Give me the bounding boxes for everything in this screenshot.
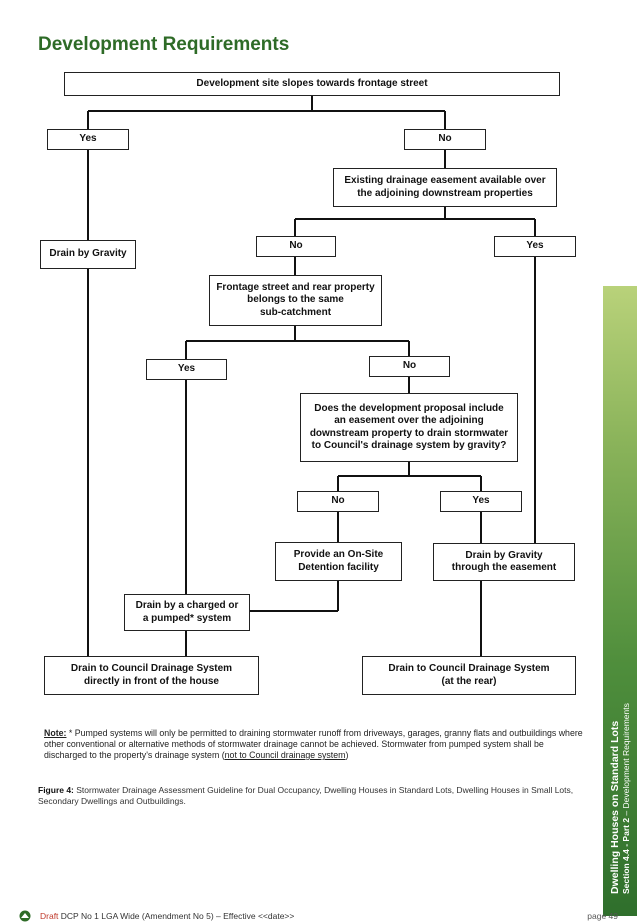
start-box: Development site slopes towards frontage…	[64, 72, 560, 96]
note-text: * Pumped systems will only be permitted …	[44, 728, 583, 760]
figure-caption: Figure 4: Stormwater Drainage Assessment…	[38, 785, 586, 807]
side-tab-subtitle: Section 4.4 - Part 2 – Development Requi…	[621, 703, 631, 894]
council-drainage-rear-box: Drain to Council Drainage System (at the…	[362, 656, 576, 695]
page-footer: Draft DCP No 1 LGA Wide (Amendment No 5)…	[18, 910, 618, 924]
footer-document-text: Draft DCP No 1 LGA Wide (Amendment No 5)…	[40, 911, 294, 921]
note-underlined-text: not to Council drainage system	[224, 750, 346, 760]
side-tab-section: Section 4.4 - Part 2	[621, 817, 631, 894]
sub-catchment-question-box: Frontage street and rear property belong…	[209, 275, 382, 326]
side-tab-title: Dwelling Houses on Standard Lots	[609, 720, 621, 894]
easement-question-box: Existing drainage easement available ove…	[333, 168, 557, 207]
proposal-question-box: Does the development proposal include an…	[300, 393, 518, 462]
note-end: )	[345, 750, 349, 760]
section-side-tab: Dwelling Houses on Standard Lots Section…	[603, 286, 637, 916]
page-number: page 49	[587, 911, 618, 921]
page-title: Development Requirements	[38, 34, 290, 55]
council-logo-icon	[19, 910, 31, 922]
figure-caption-text: Stormwater Drainage Assessment Guideline…	[38, 785, 574, 806]
note-label: Note:	[44, 728, 67, 738]
side-tab-text: Dwelling Houses on Standard Lots Section…	[603, 286, 637, 916]
side-tab-part: – Development Requirements	[621, 703, 631, 818]
yes-box-4: Yes	[440, 491, 522, 512]
gravity-through-easement-box: Drain by Gravity through the easement	[433, 543, 575, 581]
no-box-1: No	[404, 129, 486, 150]
footer-title: DCP No 1 LGA Wide (Amendment No 5) – Eff…	[58, 911, 295, 921]
council-drainage-front-box: Drain to Council Drainage System directl…	[44, 656, 259, 695]
no-box-2: No	[256, 236, 336, 257]
pumped-system-box: Drain by a charged or a pumped* system	[124, 594, 250, 631]
yes-box-3: Yes	[146, 359, 227, 380]
figure-label: Figure 4:	[38, 785, 74, 795]
pumped-system-note: Note: * Pumped systems will only be perm…	[44, 728, 584, 761]
footer-draft: Draft	[40, 911, 59, 921]
yes-box-1: Yes	[47, 129, 129, 150]
drain-by-gravity-box: Drain by Gravity	[40, 240, 136, 269]
yes-box-2: Yes	[494, 236, 576, 257]
no-box-3: No	[369, 356, 450, 377]
onsite-detention-box: Provide an On-Site Detention facility	[275, 542, 402, 581]
no-box-4: No	[297, 491, 379, 512]
